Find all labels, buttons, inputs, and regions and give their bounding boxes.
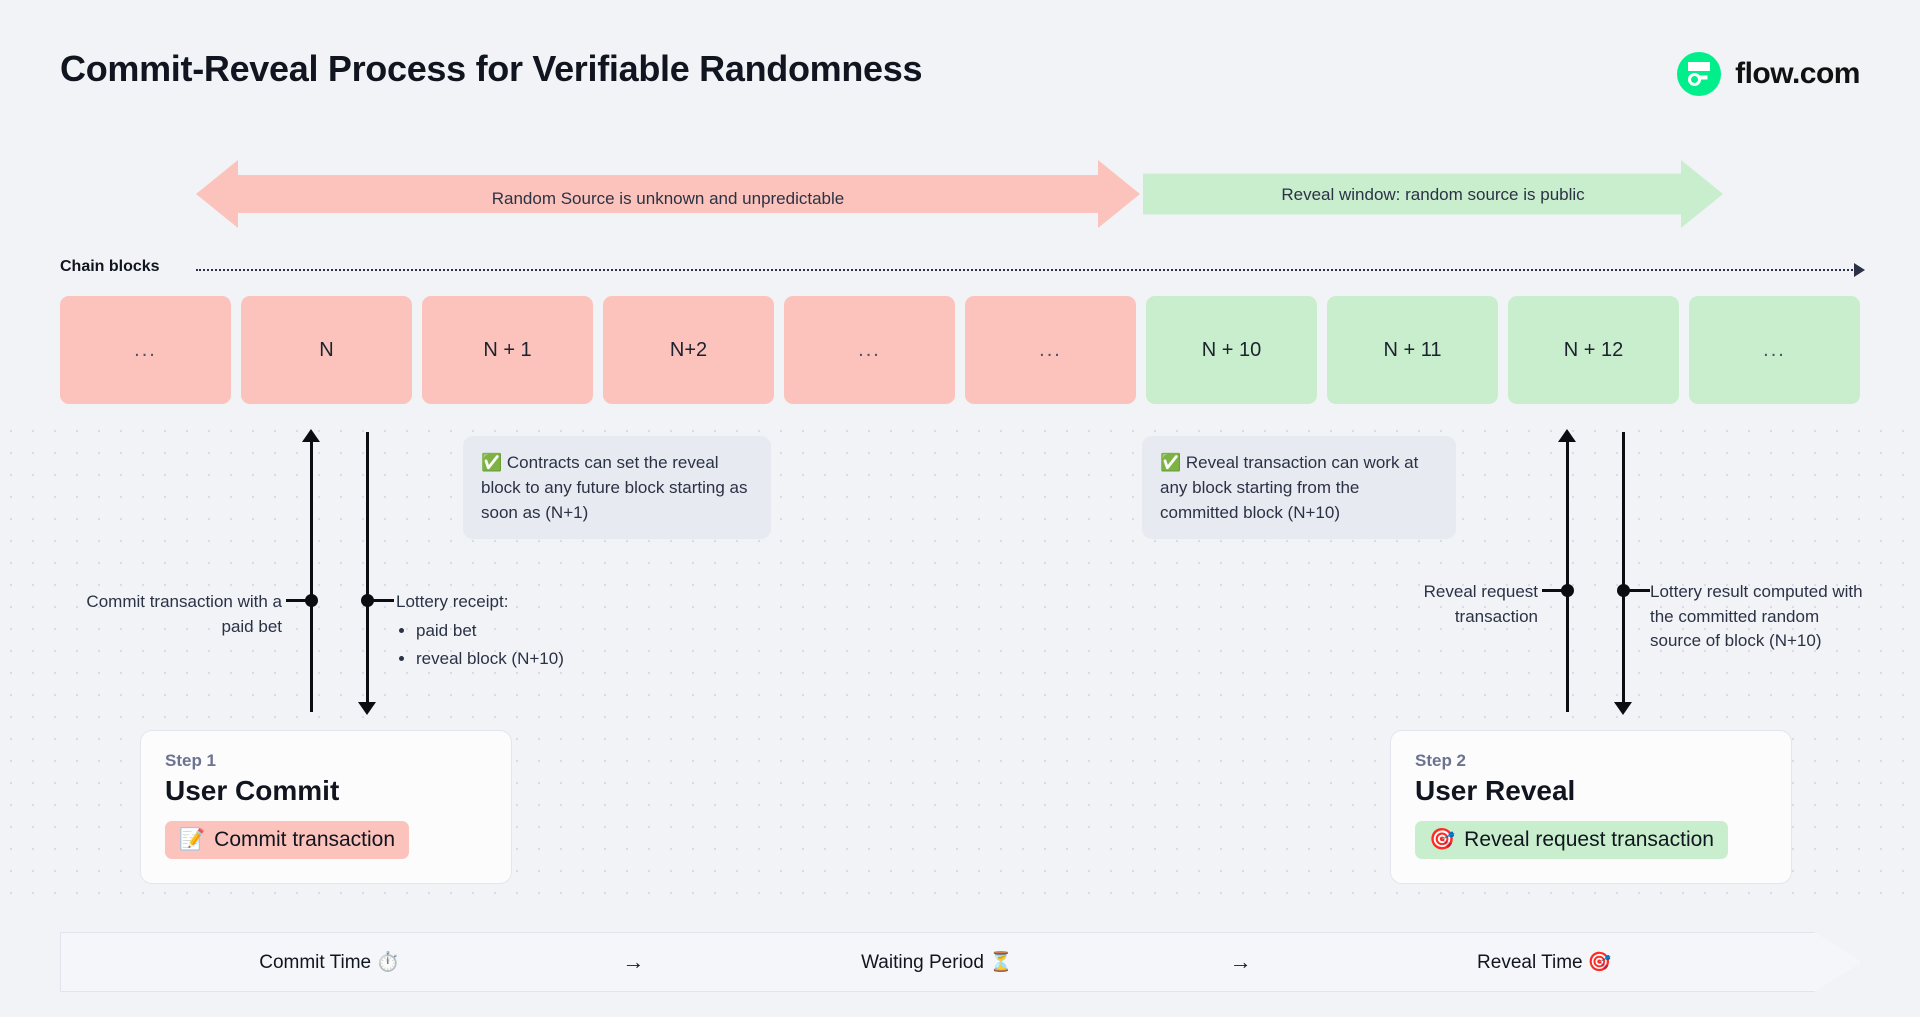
result-down-arrow-head-icon — [1614, 702, 1632, 715]
banner-unpredictable: Random Source is unknown and unpredictab… — [196, 160, 1140, 228]
bullseye-icon: 🎯 — [1587, 952, 1612, 973]
chain-block[interactable]: N + 1 — [422, 296, 593, 404]
callout-reveal-text: Reveal transaction can work at any block… — [1160, 453, 1419, 523]
step-card-2[interactable]: Step 2 User Reveal 🎯 Reveal request tran… — [1390, 730, 1792, 884]
result-down-arrow-line — [1622, 432, 1625, 704]
chain-block[interactable]: N+2 — [603, 296, 774, 404]
receipt-arrow-dot — [361, 594, 374, 607]
result-arrow-dot — [1617, 584, 1630, 597]
flow-logo-icon — [1677, 52, 1722, 96]
label-commit-transaction: Commit transaction with a paid bet — [86, 592, 282, 636]
step-2-pill[interactable]: 🎯 Reveal request transaction — [1415, 821, 1728, 859]
reveal-arrow-dot — [1561, 584, 1574, 597]
banner-reveal-window-label: Reveal window: random source is public — [1281, 185, 1585, 204]
label-reveal-request: Reveal request transaction — [1423, 582, 1538, 626]
chain-blocks-label: Chain blocks — [60, 258, 160, 275]
step-1-pill[interactable]: 📝 Commit transaction — [165, 821, 410, 859]
lottery-receipt-list: paid bet reveal block (N+10) — [396, 619, 686, 672]
check-mark-icon: ✅ — [1160, 453, 1182, 472]
hourglass-icon: ⏳ — [989, 952, 1013, 973]
callout-contracts-text: Contracts can set the reveal block to an… — [481, 453, 748, 523]
chain-block[interactable]: ... — [60, 296, 231, 404]
phase-commit-time: Commit Time ⏱️ — [61, 950, 598, 974]
step-1-pill-label: Commit transaction — [214, 828, 396, 851]
phase-separator-arrow-icon: → — [1229, 949, 1252, 974]
step-2-number: Step 2 — [1415, 751, 1467, 770]
chain-block[interactable]: N + 12 — [1508, 296, 1679, 404]
chain-block[interactable]: ... — [965, 296, 1136, 404]
receipt-arrow-tick — [372, 599, 394, 602]
phase-separator-arrow-icon: → — [622, 949, 645, 974]
chain-blocks-row: ... N N + 1 N+2 ... ... N + 10 N + 11 N … — [60, 296, 1860, 404]
list-item: paid bet — [416, 619, 686, 644]
phase-timeline-bar: Commit Time ⏱️ → Waiting Period ⏳ → Reve… — [60, 932, 1862, 992]
memo-icon: 📝 — [179, 828, 206, 851]
reveal-up-arrow-head-icon — [1558, 429, 1576, 442]
step-card-1[interactable]: Step 1 User Commit 📝 Commit transaction — [140, 730, 512, 884]
lottery-receipt-title: Lottery receipt: — [396, 592, 509, 611]
brand-logo: flow.com — [1677, 52, 1860, 96]
step-1-number: Step 1 — [165, 751, 217, 770]
banner-unpredictable-label: Random Source is unknown and unpredictab… — [491, 188, 845, 208]
label-lottery-result: Lottery result computed with the committ… — [1650, 582, 1863, 651]
commit-up-arrow-head-icon — [302, 429, 320, 442]
phase-waiting-period-label: Waiting Period — [861, 952, 984, 973]
callout-contracts: ✅ Contracts can set the reveal block to … — [463, 436, 771, 540]
chain-timeline-line — [196, 269, 1856, 273]
reveal-up-arrow-line — [1566, 440, 1569, 712]
page-title: Commit-Reveal Process for Verifiable Ran… — [60, 48, 923, 89]
phase-waiting-period: Waiting Period ⏳ — [668, 950, 1205, 974]
brand-name: flow.com — [1735, 57, 1860, 90]
reveal-arrow-tick — [1542, 589, 1564, 592]
commit-arrow-dot — [305, 594, 318, 607]
step-1-heading: User Commit — [165, 775, 340, 806]
chain-timeline-arrow-icon — [1854, 263, 1865, 277]
result-arrow-tick — [1628, 589, 1650, 592]
list-item: reveal block (N+10) — [416, 647, 686, 672]
banner-reveal-window: Reveal window: random source is public — [1143, 160, 1723, 228]
step-2-pill-label: Reveal request transaction — [1464, 828, 1714, 851]
phase-commit-time-label: Commit Time — [259, 952, 372, 973]
chain-block[interactable]: N — [241, 296, 412, 404]
commit-arrow-tick — [286, 599, 308, 602]
phase-reveal-time: Reveal Time 🎯 — [1276, 950, 1813, 974]
callout-reveal: ✅ Reveal transaction can work at any blo… — [1142, 436, 1456, 540]
phase-banner-row: Random Source is unknown and unpredictab… — [0, 160, 1920, 228]
stopwatch-icon: ⏱️ — [376, 952, 401, 973]
label-lottery-receipt: Lottery receipt: paid bet reveal block (… — [396, 590, 686, 672]
receipt-down-arrow-line — [366, 432, 369, 704]
phase-reveal-time-label: Reveal Time — [1477, 952, 1583, 973]
receipt-down-arrow-head-icon — [358, 702, 376, 715]
chain-block[interactable]: N + 10 — [1146, 296, 1317, 404]
chain-block[interactable]: ... — [1689, 296, 1860, 404]
commit-up-arrow-line — [310, 440, 313, 712]
chain-block[interactable]: ... — [784, 296, 955, 404]
check-mark-icon: ✅ — [481, 453, 503, 472]
step-2-heading: User Reveal — [1415, 775, 1576, 806]
bullseye-icon: 🎯 — [1429, 828, 1456, 851]
chain-block[interactable]: N + 11 — [1327, 296, 1498, 404]
